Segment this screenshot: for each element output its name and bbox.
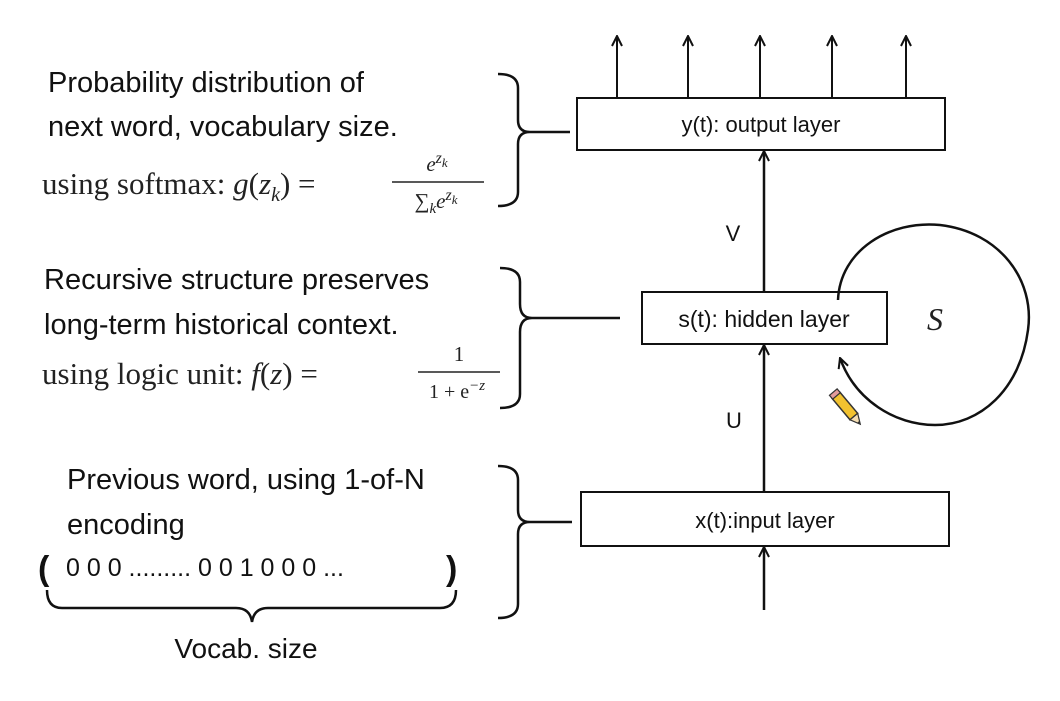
softmax-fn: g <box>233 166 249 201</box>
logistic-den-base: 1 + e <box>429 381 469 403</box>
input-brace <box>497 464 531 620</box>
vector-open-paren: ( <box>38 550 50 588</box>
logistic-formula: using logic unit: f(z) = <box>42 356 318 391</box>
recurrent-loop <box>836 223 1031 427</box>
input-annotation-line2: encoding <box>67 509 185 541</box>
softmax-prefix: using softmax: <box>42 166 233 201</box>
input-annotation-line1: Previous word, using 1-of-N <box>67 464 425 496</box>
output-arrows <box>617 36 906 98</box>
hidden-layer-label: s(t): hidden layer <box>678 306 850 332</box>
output-annotation-line1: Probability distribution of <box>48 67 365 99</box>
hidden-annotation: Recursive structure preserves long-term … <box>42 264 620 410</box>
logistic-den-exp: −z <box>469 378 485 394</box>
softmax-arg-sub: k <box>271 184 281 206</box>
logistic-arg: z <box>269 356 282 391</box>
softmax-num-exp: z <box>435 150 443 167</box>
output-layer: y(t): output layer <box>576 97 946 151</box>
one-hot-vector: 0 0 0 ......... 0 0 1 0 0 0 ... <box>66 554 344 582</box>
softmax-num-exp-sub: k <box>442 155 448 170</box>
input-annotation: Previous word, using 1-of-N encoding ( 0… <box>38 464 572 664</box>
hidden-brace <box>499 266 533 410</box>
vector-close-paren: ) <box>446 550 457 588</box>
softmax-den-exp: z <box>444 187 452 204</box>
vocab-size-label: Vocab. size <box>174 633 317 664</box>
weight-v-label: V <box>726 221 741 246</box>
output-brace <box>497 72 531 208</box>
logistic-denominator: 1 + e−z <box>429 378 485 403</box>
logistic-numerator: 1 <box>454 342 465 366</box>
logistic-eq: = <box>300 356 317 391</box>
output-annotation: Probability distribution of next word, v… <box>42 67 570 217</box>
logistic-prefix: using logic unit: <box>42 356 251 391</box>
softmax-denominator: ∑kezk <box>415 187 458 217</box>
weight-s-label: S <box>927 301 943 337</box>
pencil-icon <box>828 388 862 426</box>
output-layer-box <box>576 97 946 151</box>
output-annotation-line2: next word, vocabulary size. <box>48 111 398 143</box>
hidden-annotation-line1: Recursive structure preserves <box>44 264 429 296</box>
softmax-den-base: e <box>436 189 445 213</box>
softmax-num-base: e <box>426 152 435 176</box>
weight-u-label: U <box>726 408 742 433</box>
vocab-size-brace <box>45 589 458 623</box>
softmax-arg: z <box>258 166 271 201</box>
input-layer: x(t):input layer <box>580 491 950 547</box>
softmax-eq: = <box>298 166 315 201</box>
softmax-formula: using softmax: g(zk) = <box>42 166 316 206</box>
hidden-annotation-line2: long-term historical context. <box>44 309 399 341</box>
softmax-den-sum-sub: k <box>429 201 436 217</box>
hidden-layer: s(t): hidden layer <box>641 291 888 345</box>
input-layer-label: x(t):input layer <box>695 508 834 533</box>
softmax-numerator: ezk <box>426 150 448 176</box>
softmax-den-exp-sub: k <box>452 192 458 207</box>
output-layer-label: y(t): output layer <box>682 112 841 137</box>
softmax-den-sum: ∑ <box>415 189 430 213</box>
